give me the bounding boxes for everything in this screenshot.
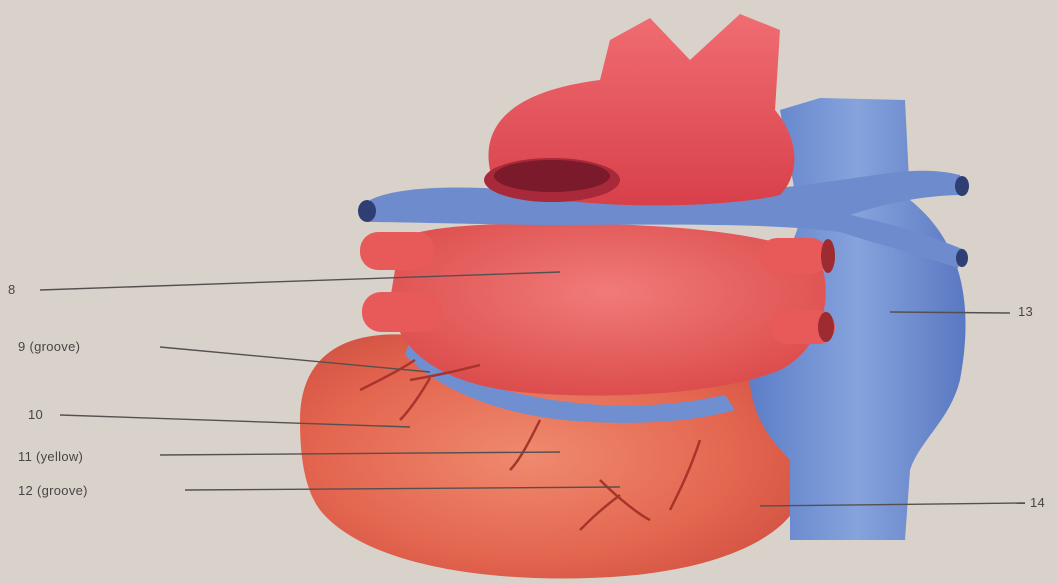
label-14: 14	[1030, 496, 1045, 509]
label-13: 13	[1018, 305, 1033, 318]
label-8: 8	[8, 283, 16, 296]
label-9-groove: 9 (groove)	[18, 340, 80, 353]
label-10: 10	[28, 408, 43, 421]
pulmonary-vein-a	[360, 232, 435, 270]
pulmonary-vein-c	[760, 238, 828, 274]
label-12-groove: 12 (groove)	[18, 484, 88, 497]
pulmonary-vein-b	[362, 292, 442, 332]
label-11-yellow: 11 (yellow)	[18, 450, 83, 463]
